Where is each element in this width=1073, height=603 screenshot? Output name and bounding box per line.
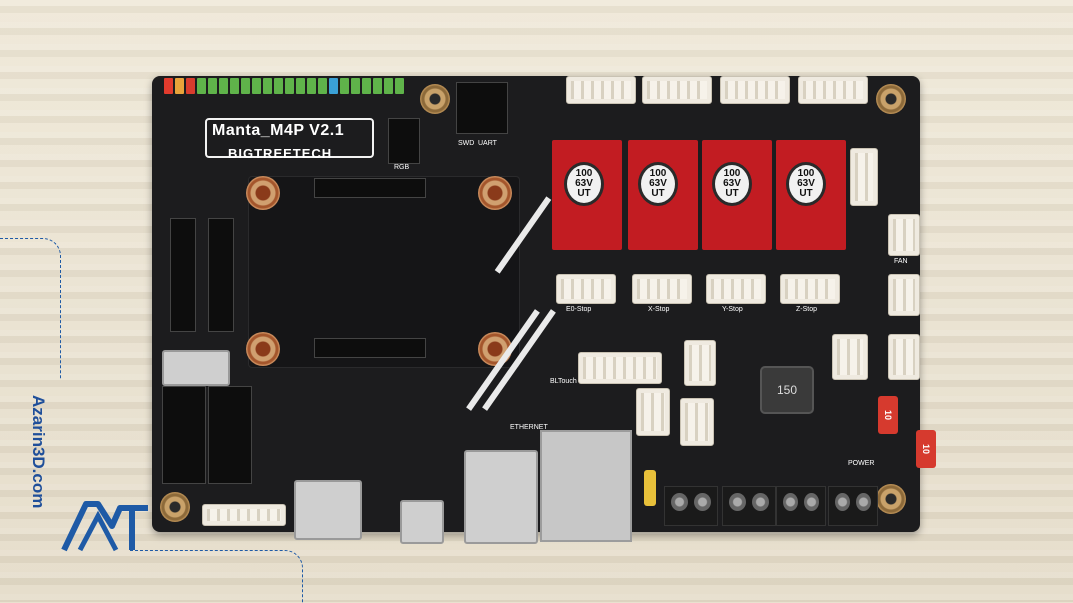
terminal-block-3 bbox=[776, 486, 826, 526]
uart-label: UART bbox=[478, 140, 497, 147]
fuse-1: 10 bbox=[878, 396, 898, 434]
motor-connector-2 bbox=[642, 76, 712, 104]
rgb-label: RGB bbox=[394, 164, 410, 171]
watermark-site: Azarin3D.com bbox=[29, 395, 48, 509]
probe-connector bbox=[684, 340, 716, 386]
y-stop-label: Y-Stop bbox=[722, 306, 743, 313]
power-inductor: 150 bbox=[760, 366, 814, 414]
heater-connector-2 bbox=[680, 398, 714, 446]
e0-stop-connector bbox=[556, 274, 616, 304]
compute-module-socket bbox=[248, 176, 520, 368]
heater-connector-1 bbox=[636, 388, 670, 436]
model-label: Manta_M4P V2.1 bbox=[212, 122, 345, 139]
mount-hole-top-left bbox=[420, 84, 450, 114]
mount-hole-bottom-left bbox=[160, 492, 190, 522]
capacitor-2: 100 63V UT bbox=[638, 162, 678, 206]
motor-connector-3 bbox=[720, 76, 790, 104]
motor-connector-1 bbox=[566, 76, 636, 104]
e0-stop-label: E0-Stop bbox=[566, 306, 592, 313]
model-label-frame bbox=[205, 118, 374, 158]
power-label: POWER bbox=[848, 460, 875, 467]
capacitor-4: 100 63V UT bbox=[786, 162, 826, 206]
usb-a-port-small bbox=[162, 350, 230, 386]
module-connector-top bbox=[314, 178, 426, 198]
brand-logo: BIGTREETECH bbox=[228, 146, 333, 161]
usb-c-port bbox=[400, 500, 444, 544]
hdmi-port bbox=[294, 480, 362, 540]
module-standoff-tr bbox=[478, 176, 512, 210]
fan-connector-3 bbox=[888, 334, 920, 380]
ethernet-label: ETHERNET bbox=[510, 424, 548, 431]
fuse-small bbox=[644, 470, 656, 506]
side-connector-top bbox=[850, 148, 878, 206]
terminal-block-4 bbox=[828, 486, 878, 526]
motor-connector-4 bbox=[798, 76, 868, 104]
z-stop-connector bbox=[780, 274, 840, 304]
module-standoff-bl bbox=[246, 332, 280, 366]
x-stop-label: X-Stop bbox=[648, 306, 670, 313]
z-stop-label: Z-Stop bbox=[796, 306, 818, 313]
terminal-block-2 bbox=[722, 486, 776, 526]
fan-connector-2 bbox=[888, 274, 920, 316]
x-stop-connector bbox=[632, 274, 692, 304]
capacitor-3: 100 63V UT bbox=[712, 162, 752, 206]
csi-connector bbox=[208, 218, 234, 332]
exp1-header bbox=[208, 386, 252, 484]
fuse-2: 10 bbox=[916, 430, 936, 468]
ethernet-port bbox=[540, 430, 632, 542]
bltouch-connector bbox=[578, 352, 662, 384]
dsi-connector bbox=[170, 218, 196, 332]
capacitor-1: 100 63V UT bbox=[564, 162, 604, 206]
rgb-header bbox=[388, 118, 420, 164]
fan-connector-4 bbox=[832, 334, 868, 380]
module-connector-bottom bbox=[314, 338, 426, 358]
watermark-dashed-top bbox=[0, 238, 61, 379]
terminal-block-1 bbox=[664, 486, 718, 526]
y-stop-connector bbox=[706, 274, 766, 304]
swd-label: SWD bbox=[458, 140, 475, 147]
mount-hole-bottom-right bbox=[876, 484, 906, 514]
usb-a-port bbox=[464, 450, 538, 544]
watermark-logo-icon bbox=[61, 501, 148, 552]
ffc-connector bbox=[202, 504, 286, 526]
top-pin-header bbox=[164, 78, 404, 94]
bltouch-label: BLTouch bbox=[550, 378, 577, 385]
module-standoff-tl bbox=[246, 176, 280, 210]
fan-label: FAN bbox=[894, 258, 908, 265]
exp2-header bbox=[162, 386, 206, 484]
fan-connector-1 bbox=[888, 214, 920, 256]
watermark-dashed-bottom bbox=[130, 550, 303, 603]
mount-hole-top-right bbox=[876, 84, 906, 114]
swd-header bbox=[456, 82, 508, 134]
